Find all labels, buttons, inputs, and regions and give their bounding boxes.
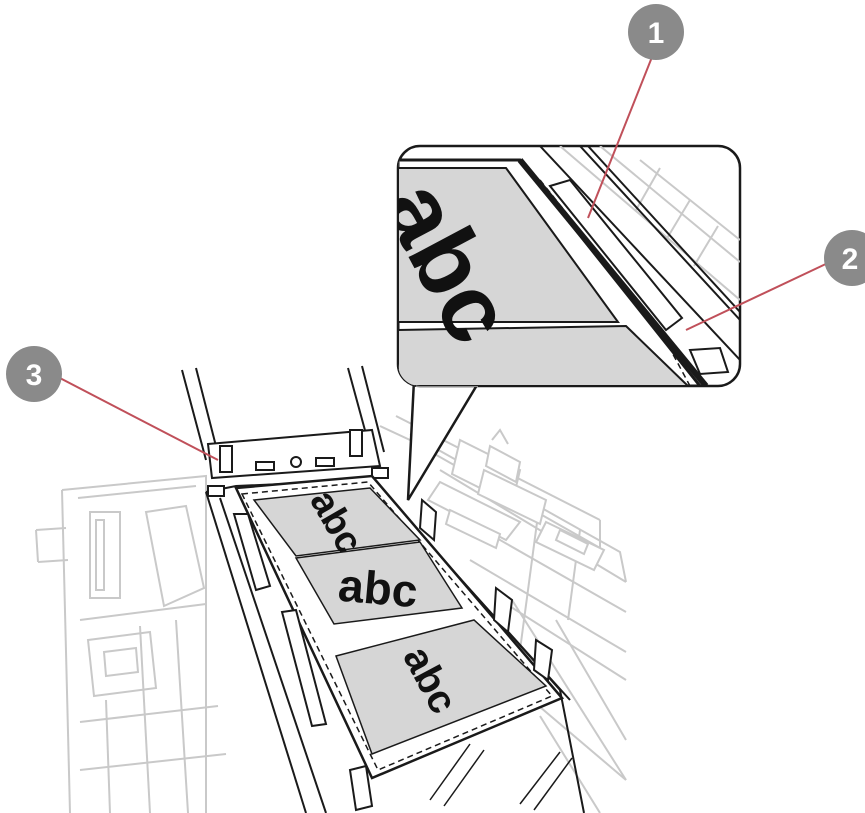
zoom-callout: abc <box>362 146 740 500</box>
callout-badge-2: 2 <box>824 230 865 286</box>
callout-number-1: 1 <box>648 17 665 50</box>
callout-badge-1: 1 <box>628 4 684 60</box>
callout-number-3: 3 <box>26 359 43 392</box>
document-2-text: abc <box>336 559 419 618</box>
callout-badge-3: 3 <box>6 346 62 402</box>
callout-number-2: 2 <box>842 243 859 276</box>
